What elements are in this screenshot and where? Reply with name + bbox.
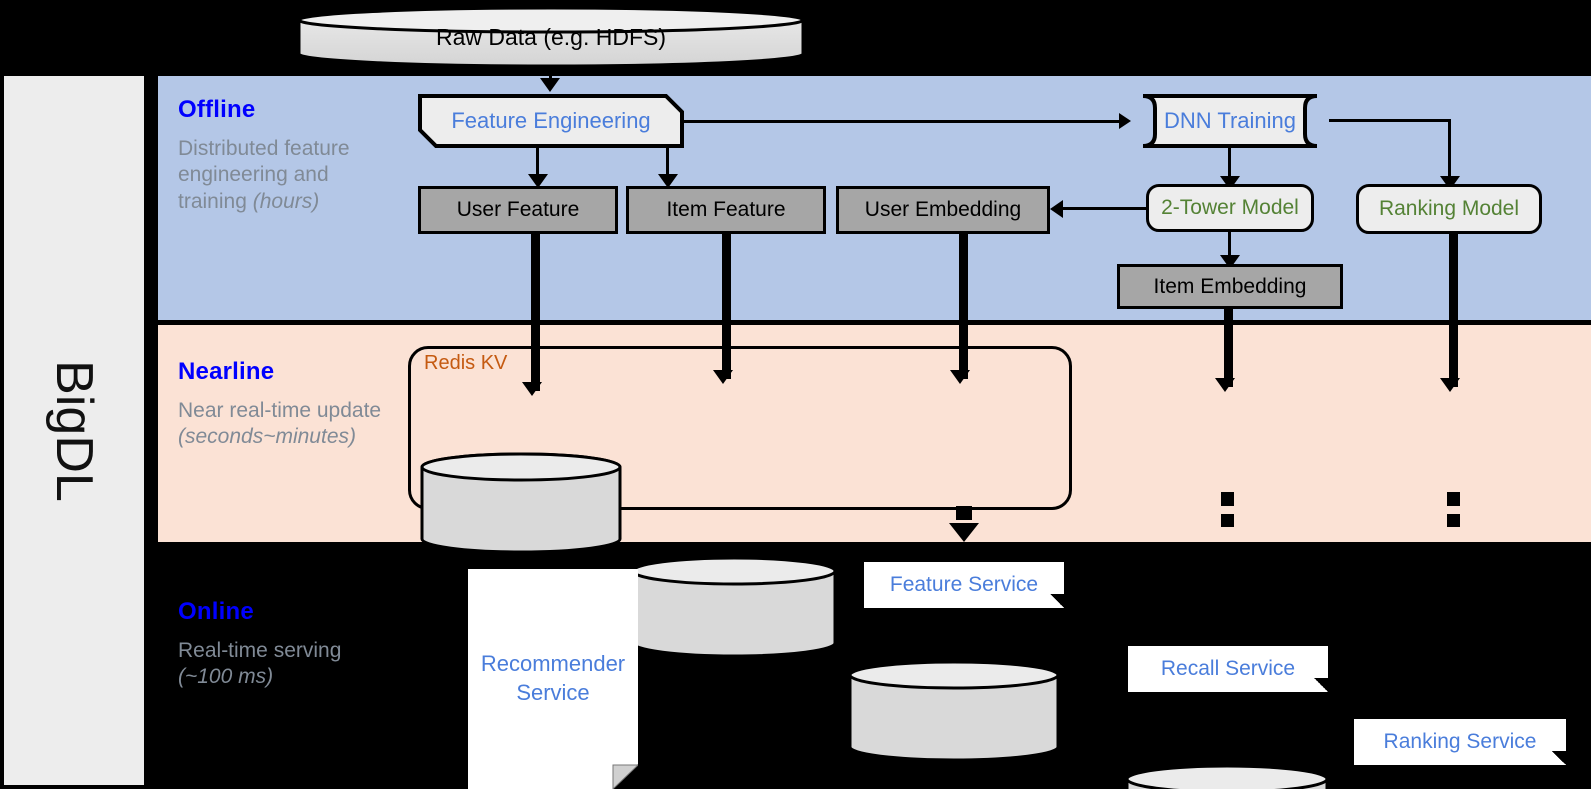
connector-kv3-featureservice-dash — [956, 506, 972, 520]
page-fold-icon — [1050, 594, 1064, 608]
dnn-training-label: DNN Training — [1163, 108, 1297, 133]
kv-store-cylinder-2[interactable] — [630, 555, 838, 659]
vector-index-label: Vector Index — [1124, 763, 1330, 789]
connector-vectorindex-recall-dash2 — [1221, 514, 1234, 527]
offline-desc: Distributed feature engineering and trai… — [178, 136, 388, 215]
nearline-desc: Near real-time update (seconds~minutes) — [178, 398, 408, 451]
kv-store-label-3 — [847, 659, 1061, 763]
connector-dnn-ranking-v — [1448, 119, 1451, 181]
arrow-userembedding-kv3-head — [950, 370, 970, 384]
raw-data-cylinder: Raw Data (e.g. HDFS) — [296, 6, 806, 68]
feature-service-box[interactable]: Feature Service — [864, 562, 1064, 608]
offline-desc-em: (hours) — [252, 189, 320, 213]
kv-store-cylinder-3[interactable] — [847, 659, 1061, 763]
page-fold-icon — [1552, 751, 1566, 765]
nearline-title: Nearline — [178, 358, 275, 385]
ranking-service-label: Ranking Service — [1383, 730, 1537, 754]
ranking-model-box[interactable]: Ranking Model — [1356, 184, 1542, 234]
connector-itemfeature-kv2 — [722, 234, 731, 379]
nearline-caption: Nearline Near real-time update (seconds~… — [178, 358, 408, 451]
offline-desc-text: Distributed feature engineering and trai… — [178, 137, 350, 213]
feature-engineering-label: Feature Engineering — [451, 108, 651, 133]
arrow-rankingmodel-models-head — [1440, 378, 1460, 392]
connector-fe-itemfeature — [666, 148, 669, 178]
feature-engineering-box[interactable]: Feature Engineering — [418, 94, 684, 148]
ranking-service-box[interactable]: Ranking Service — [1354, 719, 1566, 765]
vector-index-cylinder[interactable]: Vector Index — [1124, 763, 1330, 789]
connector-dnn-2tower — [1228, 148, 1231, 180]
bigdl-label: BigDL — [45, 359, 104, 502]
page-fold-icon — [1314, 678, 1328, 692]
online-desc-text: Real-time serving — [178, 639, 342, 662]
arrow-fe-dnn-head — [1119, 113, 1131, 129]
arrow-kv3-featureservice-head — [949, 523, 979, 542]
item-embedding-label: Item Embedding — [1153, 274, 1307, 298]
kv-store-label-1 — [419, 451, 623, 555]
arrow-2tower-userembedding-head — [1050, 200, 1063, 218]
feature-service-label: Feature Service — [889, 573, 1039, 597]
online-title: Online — [178, 598, 254, 625]
arrow-rawdata-fe-head — [540, 78, 560, 92]
two-tower-model-label: 2-Tower Model — [1161, 196, 1299, 219]
arrow-itemfeature-kv2-head — [713, 370, 733, 384]
user-embedding-box[interactable]: User Embedding — [836, 186, 1050, 234]
connector-2tower-itemembedding — [1228, 232, 1231, 260]
online-caption: Online Real-time serving (~100 ms) — [178, 598, 388, 691]
two-tower-model-box[interactable]: 2-Tower Model — [1146, 184, 1314, 232]
offline-title: Offline — [178, 96, 256, 123]
connector-2tower-userembedding — [1062, 207, 1148, 210]
recall-service-box[interactable]: Recall Service — [1128, 646, 1328, 692]
nearline-band — [158, 325, 1591, 542]
connector-rawdata-fe — [549, 68, 552, 82]
redis-kv-label: Redis KV — [424, 352, 508, 374]
connector-models-ranking-dash1 — [1447, 492, 1460, 506]
offline-caption: Offline Distributed feature engineering … — [178, 96, 388, 215]
connector-itemembedding-vectorindex — [1224, 309, 1233, 387]
dnn-training-box[interactable]: DNN Training — [1131, 94, 1329, 148]
connector-dnn-ranking-h — [1329, 119, 1451, 122]
kv-store-label-2 — [630, 555, 838, 659]
connector-models-ranking-dash2 — [1447, 514, 1460, 527]
raw-data-label: Raw Data (e.g. HDFS) — [435, 23, 667, 50]
online-desc: Real-time serving (~100 ms) — [178, 638, 388, 691]
bigdl-panel: BigDL — [4, 76, 144, 785]
item-embedding-box[interactable]: Item Embedding — [1117, 264, 1343, 309]
connector-userfeature-kv1 — [531, 234, 540, 391]
connector-userembedding-kv3 — [959, 234, 968, 379]
arrow-fe-userfeature-head — [528, 174, 548, 188]
connector-fe-dnn — [684, 120, 1121, 123]
arrow-fe-itemfeature-head — [658, 174, 678, 188]
user-feature-box[interactable]: User Feature — [418, 186, 618, 234]
user-embedding-label: User Embedding — [864, 198, 1022, 221]
online-desc-em: (~100 ms) — [178, 665, 274, 689]
arrow-itemembedding-vectorindex-head — [1215, 378, 1235, 392]
kv-store-cylinder-1[interactable] — [419, 451, 623, 555]
nearline-desc-em: (seconds~minutes) — [178, 425, 356, 449]
recommender-service-box[interactable]: Recommender Service — [468, 569, 638, 789]
recall-service-label: Recall Service — [1160, 657, 1296, 681]
item-feature-label: Item Feature — [666, 198, 786, 221]
user-feature-label: User Feature — [456, 198, 580, 221]
arrow-userfeature-kv1-head — [522, 382, 542, 396]
recommender-service-label: Recommender Service — [480, 651, 626, 705]
nearline-desc-text: Near real-time update — [178, 399, 382, 422]
connector-rankingmodel-models — [1449, 234, 1458, 387]
item-feature-box[interactable]: Item Feature — [626, 186, 826, 234]
redis-kv-container — [408, 346, 1072, 510]
ranking-model-label: Ranking Model — [1378, 197, 1520, 220]
connector-fe-userfeature — [536, 148, 539, 178]
connector-vectorindex-recall-dash1 — [1221, 492, 1234, 506]
